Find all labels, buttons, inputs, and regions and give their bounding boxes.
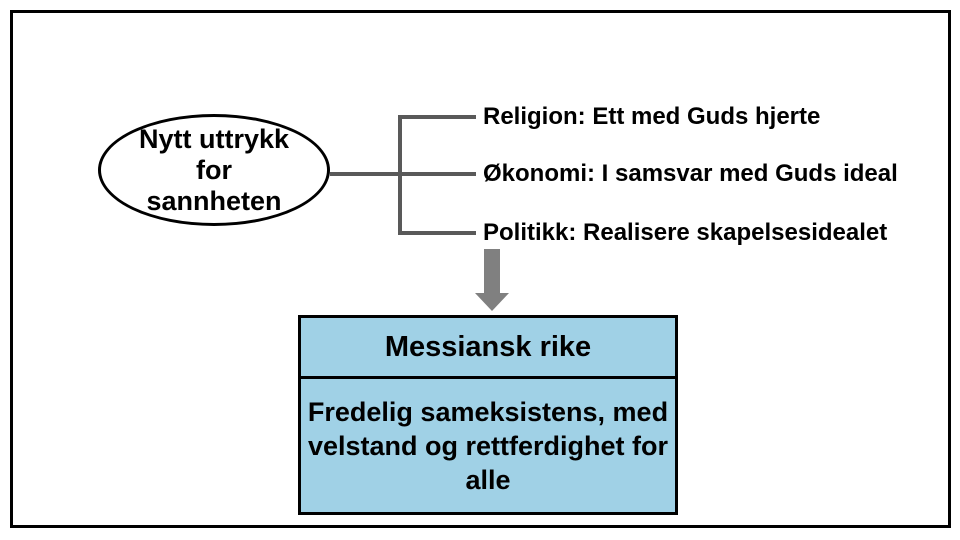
connector-bottom-branch-line (398, 231, 476, 235)
ellipse-text-line-1: Nytt uttrykk (138, 123, 290, 154)
ellipse-text-line-2: for (196, 154, 232, 185)
connector-middle-line (330, 172, 476, 176)
branch-label-politikk: Politikk: Realisere skapelsesidealet (483, 219, 888, 246)
ellipse-text-line-3: sannheten (146, 185, 282, 216)
diagram-frame: Nytt uttrykk for sannheten Religion: Ett… (10, 10, 951, 528)
connector-top-branch-line (398, 115, 476, 119)
result-box-title: Messiansk rike (301, 318, 675, 379)
connector-vertical-line (398, 115, 402, 235)
branch-label-religion: Religion: Ett med Guds hjerte (483, 103, 821, 130)
ellipse-node-nytt-uttrykk: Nytt uttrykk for sannheten (98, 114, 330, 226)
branch-label-okonomi: Økonomi: I samsvar med Guds ideal (483, 160, 898, 187)
result-box-body: Fredelig sameksistens, med velstand og r… (307, 396, 669, 495)
result-box-messiansk-rike: Messiansk rike Fredelig sameksistens, me… (298, 315, 678, 515)
down-arrow-icon (475, 249, 509, 311)
